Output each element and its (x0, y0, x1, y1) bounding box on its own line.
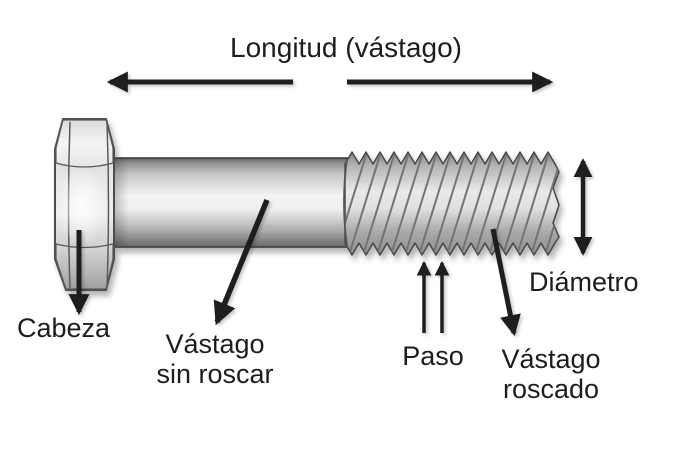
vastago-sin-roscar-arrow (213, 198, 270, 326)
label-cabeza: Cabeza (17, 313, 111, 343)
bolt (54, 118, 560, 291)
label-vastago-roscado: Vástago roscado (501, 344, 600, 404)
label-vastago-roscado-line1: Vástago (501, 344, 601, 374)
bolt-head (54, 118, 115, 291)
label-vastago-sin-roscar-line2: sin roscar (156, 359, 274, 389)
label-paso: Paso (402, 341, 464, 371)
vastago-roscado-arrow (490, 228, 521, 337)
paso-arrows (416, 260, 450, 333)
bolt-threads (343, 151, 560, 256)
bolt-shank (111, 157, 348, 248)
label-vastago-roscado-line2: roscado (502, 374, 600, 404)
label-vastago-sin-roscar: Vástago sin roscar (156, 329, 273, 389)
label-vastago-sin-roscar-line1: Vástago (165, 329, 265, 359)
label-diametro: Diámetro (529, 267, 639, 297)
diagram-title: Longitud (vástago) (230, 32, 462, 63)
